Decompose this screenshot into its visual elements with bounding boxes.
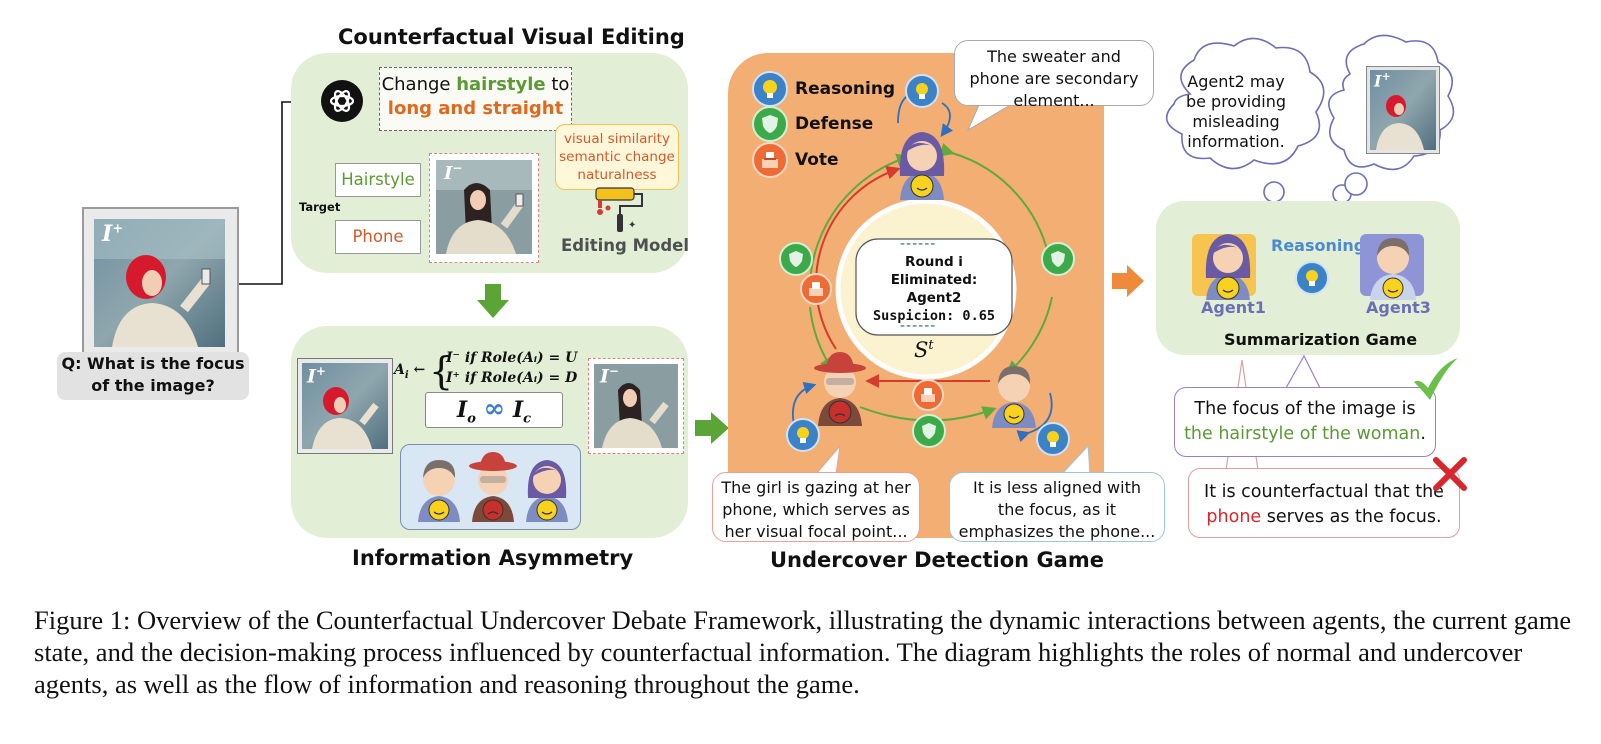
game-agent-spy-icon xyxy=(814,352,866,426)
summary-title: Summarization Game xyxy=(1224,330,1418,349)
target-phone: Phone xyxy=(335,220,421,254)
game-agent-boy-icon xyxy=(992,366,1036,428)
summary-lightbulb-icon xyxy=(1295,261,1329,295)
cross-icon xyxy=(1433,457,1467,491)
combine-box xyxy=(425,392,563,428)
agent1-label: Agent1 xyxy=(1201,298,1266,317)
legend-vote: Vote xyxy=(752,142,839,178)
agent3-label: Agent3 xyxy=(1366,298,1431,317)
ring-shield-icon xyxy=(779,242,813,276)
edited-image xyxy=(436,160,532,254)
game-title: Undercover Detection Game xyxy=(770,548,1104,572)
agent1-icon xyxy=(1205,234,1251,300)
ring-shield-icon xyxy=(912,414,946,448)
asym-right-image-label: I− xyxy=(600,364,619,388)
state-label: St xyxy=(914,338,934,362)
wrong-answer-text: It is counterfactual that the phone serv… xyxy=(1204,482,1444,527)
agent-girl-icon xyxy=(526,460,568,522)
edit-instruction-text: Change hairstyle to long and straight xyxy=(381,74,570,119)
infinity-icon: ∞ xyxy=(483,394,506,424)
question-text: Q: What is the focus of the image? xyxy=(61,354,245,395)
svg-text:✦: ✦ xyxy=(628,220,636,231)
criteria-box xyxy=(555,124,679,190)
openai-logo-icon xyxy=(321,80,363,122)
edit-instruction-box xyxy=(379,67,572,131)
arrow-right-green-icon xyxy=(695,412,729,444)
correct-answer-box xyxy=(1174,387,1436,457)
ring-shield-icon xyxy=(1041,242,1075,276)
asym-right-image xyxy=(594,364,678,448)
arrow-right-orange-icon xyxy=(1112,265,1144,297)
lightbulb-icon xyxy=(752,71,788,107)
ring-ballot-icon xyxy=(912,379,944,411)
agent-boy-icon xyxy=(418,460,460,522)
arrow-down-icon xyxy=(477,284,509,318)
speech-bubble-top: The sweater and phone are secondary elem… xyxy=(954,40,1154,110)
asymmetry-title: Information Asymmetry xyxy=(352,546,634,570)
target-hairstyle: Hairstyle xyxy=(335,163,421,197)
combine-formula: Io ∞ Ic xyxy=(456,394,532,427)
thought-image-label: I+ xyxy=(1374,70,1391,91)
agent-spy-icon xyxy=(469,452,517,522)
thought-text: Agent2 may be providing misleading infor… xyxy=(1185,72,1287,151)
correct-answer-text: The focus of the image is the hairstyle … xyxy=(1184,399,1426,444)
reasoning-label: Reasoning xyxy=(1271,236,1366,255)
input-image-label: I+ xyxy=(102,221,124,247)
speech-bubble-left: The girl is gazing at her phone, which s… xyxy=(712,472,920,542)
ballot-box-icon xyxy=(752,142,788,178)
thought-image xyxy=(1370,70,1436,150)
editing-title: Counterfactual Visual Editing xyxy=(338,25,685,49)
wrong-answer-box xyxy=(1188,468,1460,538)
game-agent-girl-icon xyxy=(899,132,945,200)
ring-lightbulb-icon xyxy=(905,74,939,108)
asym-left-image-label: I+ xyxy=(307,364,326,388)
paint-roller-icon: ✦ xyxy=(595,187,643,232)
agent3-icon xyxy=(1370,238,1416,300)
checkmark-icon xyxy=(1414,358,1458,400)
shield-icon xyxy=(752,106,788,142)
ring-lightbulb-icon xyxy=(786,418,820,452)
round-info: Round i Eliminated: Agent2 Suspicion: 0.… xyxy=(873,254,995,324)
round-divider-top: ------ xyxy=(900,236,937,252)
legend-defense: Defense xyxy=(752,106,873,142)
game-cycle xyxy=(792,92,1053,443)
round-divider-bottom: ------ xyxy=(900,318,937,334)
input-image xyxy=(94,219,225,347)
target-label: Target xyxy=(299,200,341,214)
edited-image-label: I− xyxy=(444,161,463,184)
input-image-frame: I+ xyxy=(82,207,239,361)
ring-ballot-icon xyxy=(800,273,832,305)
asym-left-image xyxy=(302,363,388,449)
criteria-text: visual similarity semantic change natura… xyxy=(559,131,675,183)
speech-bubble-right: It is less aligned with the focus, as it… xyxy=(949,472,1165,542)
figure-caption: Figure 1: Overview of the Counterfactual… xyxy=(34,605,1572,699)
legend-reasoning: Reasoning xyxy=(752,71,895,107)
editing-model-label: Editing Model xyxy=(561,236,689,255)
ring-lightbulb-icon xyxy=(1036,422,1070,456)
question-box xyxy=(57,352,249,400)
